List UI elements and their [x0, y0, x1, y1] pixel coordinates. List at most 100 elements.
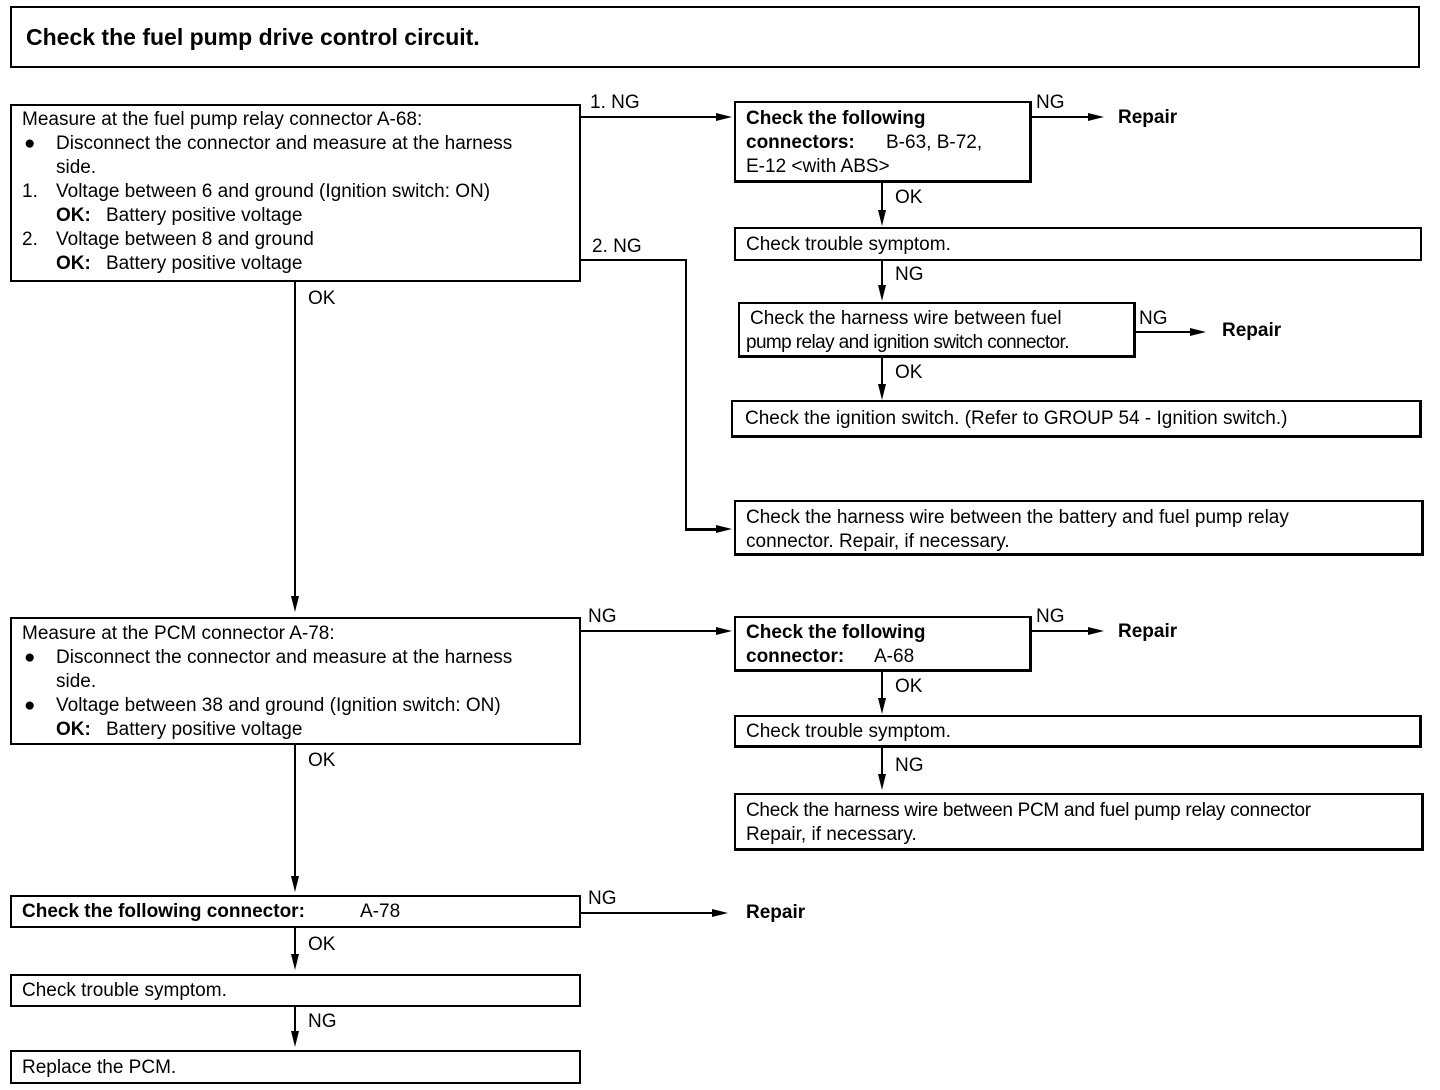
arrow-right-icon	[716, 525, 732, 533]
check-harness-pcm-box: Check the harness wire between PCM and f…	[734, 793, 1424, 851]
check-trouble-symptom-box: Check trouble symptom.	[734, 227, 1422, 261]
box1-ok1-text: Battery positive voltage	[106, 205, 303, 226]
connector-line	[881, 358, 883, 386]
box4-line-1: Check the harness wire between fuel	[750, 308, 1062, 329]
arrow-right-icon	[716, 113, 732, 121]
page-title: Check the fuel pump drive control circui…	[26, 24, 480, 50]
arrow-down-icon	[291, 876, 299, 892]
connector-line	[294, 1007, 296, 1033]
box1-number-2: 2.	[22, 229, 38, 250]
box4-line-2: pump relay and ignition switch connector…	[746, 332, 1069, 353]
label-ok: OK	[895, 676, 923, 697]
box9-text: Check trouble symptom.	[746, 721, 951, 742]
check-harness-battery-box: Check the harness wire between the batte…	[734, 500, 1424, 556]
box1-bullet-text-1: Disconnect the connector and measure at …	[56, 133, 513, 154]
label-ng: NG	[1036, 606, 1065, 627]
label-ng: NG	[1036, 92, 1065, 113]
box6-line-1: Check the harness wire between the batte…	[746, 507, 1289, 528]
label-1-ng: 1. NG	[590, 92, 640, 113]
box1-item-1: Voltage between 6 and ground (Ignition s…	[56, 181, 491, 202]
arrow-right-icon	[712, 909, 728, 917]
connector-line	[294, 928, 296, 956]
connector-line	[581, 259, 687, 261]
box7-bullet-text-1: Disconnect the connector and measure at …	[56, 647, 513, 668]
box13-text: Replace the PCM.	[22, 1057, 177, 1078]
connector-line	[294, 745, 296, 878]
connector-line	[581, 912, 713, 914]
check-trouble-symptom-box: Check trouble symptom.	[10, 974, 581, 1007]
box11-bold: Check the following connector:	[22, 901, 305, 922]
fuel-pump-relay-measure-box: Measure at the fuel pump relay connector…	[10, 104, 581, 282]
check-connectors-b63-box: Check the following connectors: B-63, B-…	[734, 101, 1032, 183]
label-ok: OK	[308, 750, 336, 771]
connector-line	[881, 748, 883, 776]
box6-line-2: connector. Repair, if necessary.	[746, 531, 1010, 552]
box2-line-2-rest: B-63, B-72,	[886, 132, 983, 153]
bullet-icon: ●	[24, 695, 36, 716]
box8-line-2-bold: connector:	[746, 646, 845, 667]
box1-ok1-label: OK:	[56, 205, 91, 226]
box1-ok2-label: OK:	[56, 253, 91, 274]
check-ignition-switch-box: Check the ignition switch. (Refer to GRO…	[731, 400, 1422, 438]
connector-line	[881, 672, 883, 700]
check-connector-a68-box: Check the following connector: A-68	[734, 616, 1032, 672]
label-ng: NG	[588, 888, 617, 909]
box7-heading: Measure at the PCM connector A-78:	[22, 623, 335, 644]
label-ng: NG	[895, 755, 924, 776]
box11-rest: A-78	[360, 901, 401, 922]
box2-line-3: E-12 <with ABS>	[746, 156, 890, 177]
label-ok: OK	[895, 362, 923, 383]
connector-line	[881, 183, 883, 211]
arrow-right-icon	[1190, 328, 1206, 336]
arrow-right-icon	[1088, 627, 1104, 635]
box8-line-1: Check the following	[746, 622, 926, 643]
label-2-ng: 2. NG	[592, 236, 642, 257]
connector-line	[685, 259, 687, 530]
label-ok: OK	[895, 187, 923, 208]
connector-line	[1136, 331, 1192, 333]
connector-line	[581, 116, 717, 118]
repair-label: Repair	[1118, 107, 1178, 128]
box1-ok2-text: Battery positive voltage	[106, 253, 303, 274]
replace-pcm-box: Replace the PCM.	[10, 1050, 581, 1084]
title-box: Check the fuel pump drive control circui…	[10, 6, 1420, 68]
box5-text: Check the ignition switch. (Refer to GRO…	[745, 408, 1288, 429]
connector-line	[581, 630, 717, 632]
box10-line-1: Check the harness wire between PCM and f…	[746, 800, 1311, 821]
arrow-down-icon	[878, 774, 886, 790]
arrow-down-icon	[878, 210, 886, 226]
label-ng: NG	[588, 606, 617, 627]
label-ng: NG	[308, 1011, 337, 1032]
label-ng: NG	[1139, 308, 1168, 329]
box10-line-2: Repair, if necessary.	[746, 824, 917, 845]
connector-line	[881, 261, 883, 287]
label-ok: OK	[308, 288, 336, 309]
bullet-icon: ●	[24, 133, 36, 154]
box1-bullet-text-2: side.	[56, 157, 97, 178]
repair-label: Repair	[1222, 320, 1282, 341]
box1-number-1: 1.	[22, 181, 38, 202]
box2-line-1: Check the following	[746, 108, 926, 129]
box2-line-2-bold: connectors:	[746, 132, 855, 153]
box7-ok-label: OK:	[56, 719, 91, 740]
check-connector-a78-box: Check the following connector: A-78	[10, 895, 581, 928]
pcm-connector-measure-box: Measure at the PCM connector A-78: ● Dis…	[10, 617, 581, 745]
bullet-icon: ●	[24, 647, 36, 668]
arrow-down-icon	[878, 384, 886, 400]
connector-line	[685, 528, 717, 531]
label-ng: NG	[895, 264, 924, 285]
box1-heading: Measure at the fuel pump relay connector…	[22, 109, 423, 130]
connector-line	[1032, 630, 1088, 632]
box8-line-2-rest: A-68	[874, 646, 915, 667]
arrow-down-icon	[291, 1031, 299, 1047]
box7-ok-text: Battery positive voltage	[106, 719, 303, 740]
check-harness-ignition-box: Check the harness wire between fuel pump…	[738, 302, 1136, 358]
arrow-down-icon	[291, 954, 299, 970]
box1-item-2: Voltage between 8 and ground	[56, 229, 314, 250]
arrow-down-icon	[878, 698, 886, 714]
box7-bullet-text-2: side.	[56, 671, 97, 692]
connector-line	[294, 282, 296, 598]
box7-item: Voltage between 38 and ground (Ignition …	[56, 695, 501, 716]
check-trouble-symptom-box: Check trouble symptom.	[734, 715, 1422, 748]
arrow-right-icon	[716, 627, 732, 635]
